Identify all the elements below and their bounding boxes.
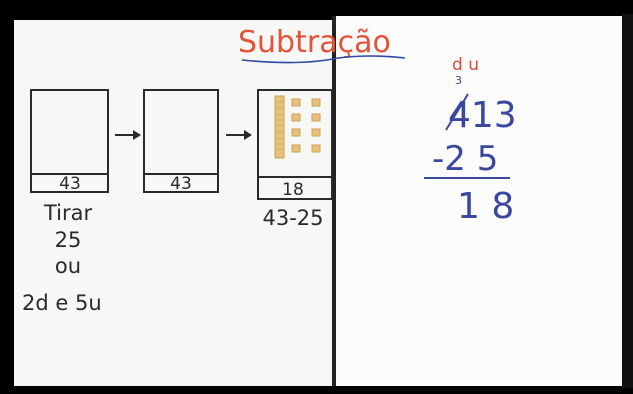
box-1-label: 43 — [59, 174, 81, 194]
instruction-line-1: Tirar — [43, 201, 93, 225]
minuend-number: 413 — [448, 95, 517, 136]
box-2-label: 43 — [170, 174, 192, 194]
right-board — [335, 16, 623, 386]
box-3-label: 18 — [282, 180, 304, 200]
unit-cube-block — [291, 113, 301, 122]
borrow-digit: 3 — [455, 74, 462, 87]
unit-cube-block — [291, 128, 301, 137]
arrow-right-icon — [115, 130, 141, 140]
box-1: 43 — [30, 89, 109, 194]
unit-cube-block — [291, 98, 301, 107]
unit-cube-block — [311, 98, 321, 107]
unit-cube-block — [311, 128, 321, 137]
unit-cube-block — [291, 144, 301, 153]
left-board — [14, 20, 334, 386]
box-3: 18 — [257, 89, 333, 200]
instruction-line-2: 25 — [55, 228, 82, 252]
center-divider — [332, 16, 336, 386]
unit-cube-block — [311, 144, 321, 153]
right-border — [622, 14, 633, 388]
expression-text: 43-25 — [262, 206, 323, 230]
strike-through-mark — [445, 93, 469, 131]
subtrahend-number: -2 5 — [432, 139, 498, 179]
place-value-header: d u — [452, 55, 479, 75]
instruction-line-4: 2d e 5u — [22, 291, 102, 315]
instruction-line-3: ou — [55, 254, 81, 278]
box-2: 43 — [143, 89, 219, 194]
ten-rod-block — [274, 95, 285, 159]
title-underline — [241, 55, 406, 64]
result-number: 1 8 — [457, 186, 514, 227]
arrow-right-icon — [226, 130, 252, 140]
unit-cube-block — [311, 113, 321, 122]
title-text: Subtração — [238, 25, 391, 60]
